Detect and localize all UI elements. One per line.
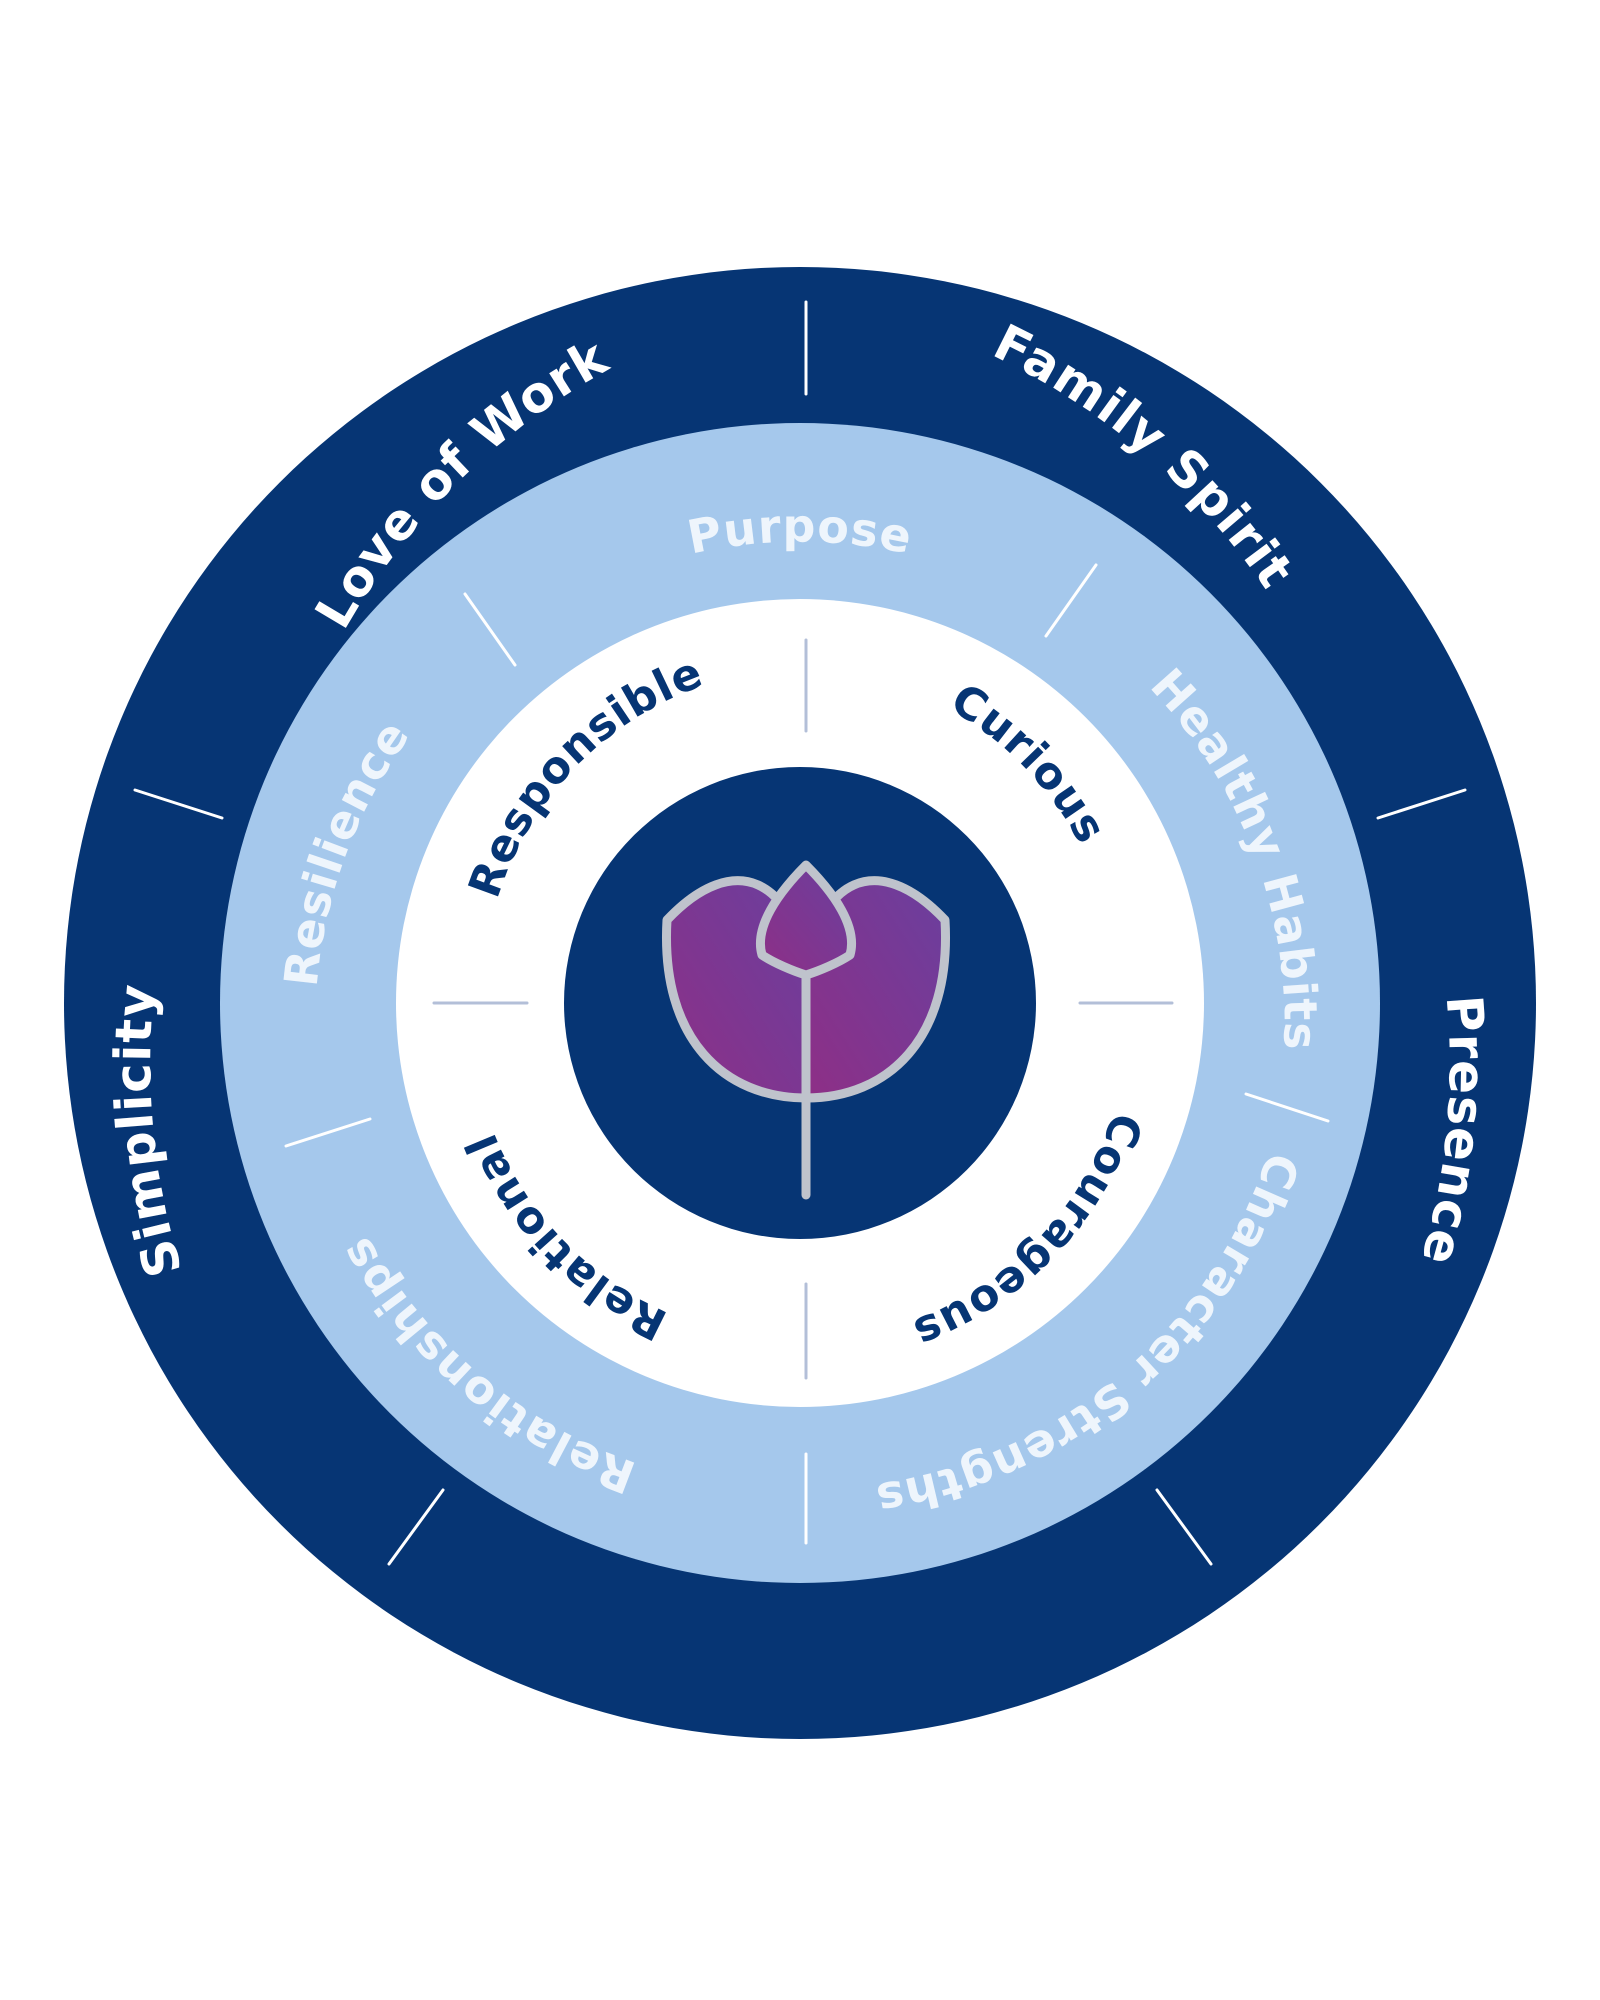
tulip-petal-top bbox=[756, 860, 856, 980]
outer-dividers bbox=[133, 300, 1467, 1566]
outer-divider bbox=[1376, 788, 1467, 820]
tulip-icon bbox=[662, 860, 950, 1200]
middle-divider bbox=[463, 592, 517, 667]
middle-divider bbox=[1044, 563, 1098, 638]
middle-dividers bbox=[284, 563, 1330, 1545]
middle-divider bbox=[1244, 1092, 1330, 1123]
middle-divider bbox=[284, 1117, 372, 1148]
outer-divider bbox=[387, 1488, 445, 1566]
inner-dividers bbox=[432, 638, 1174, 1380]
outer-divider bbox=[133, 788, 224, 820]
outer-divider bbox=[1155, 1488, 1213, 1566]
